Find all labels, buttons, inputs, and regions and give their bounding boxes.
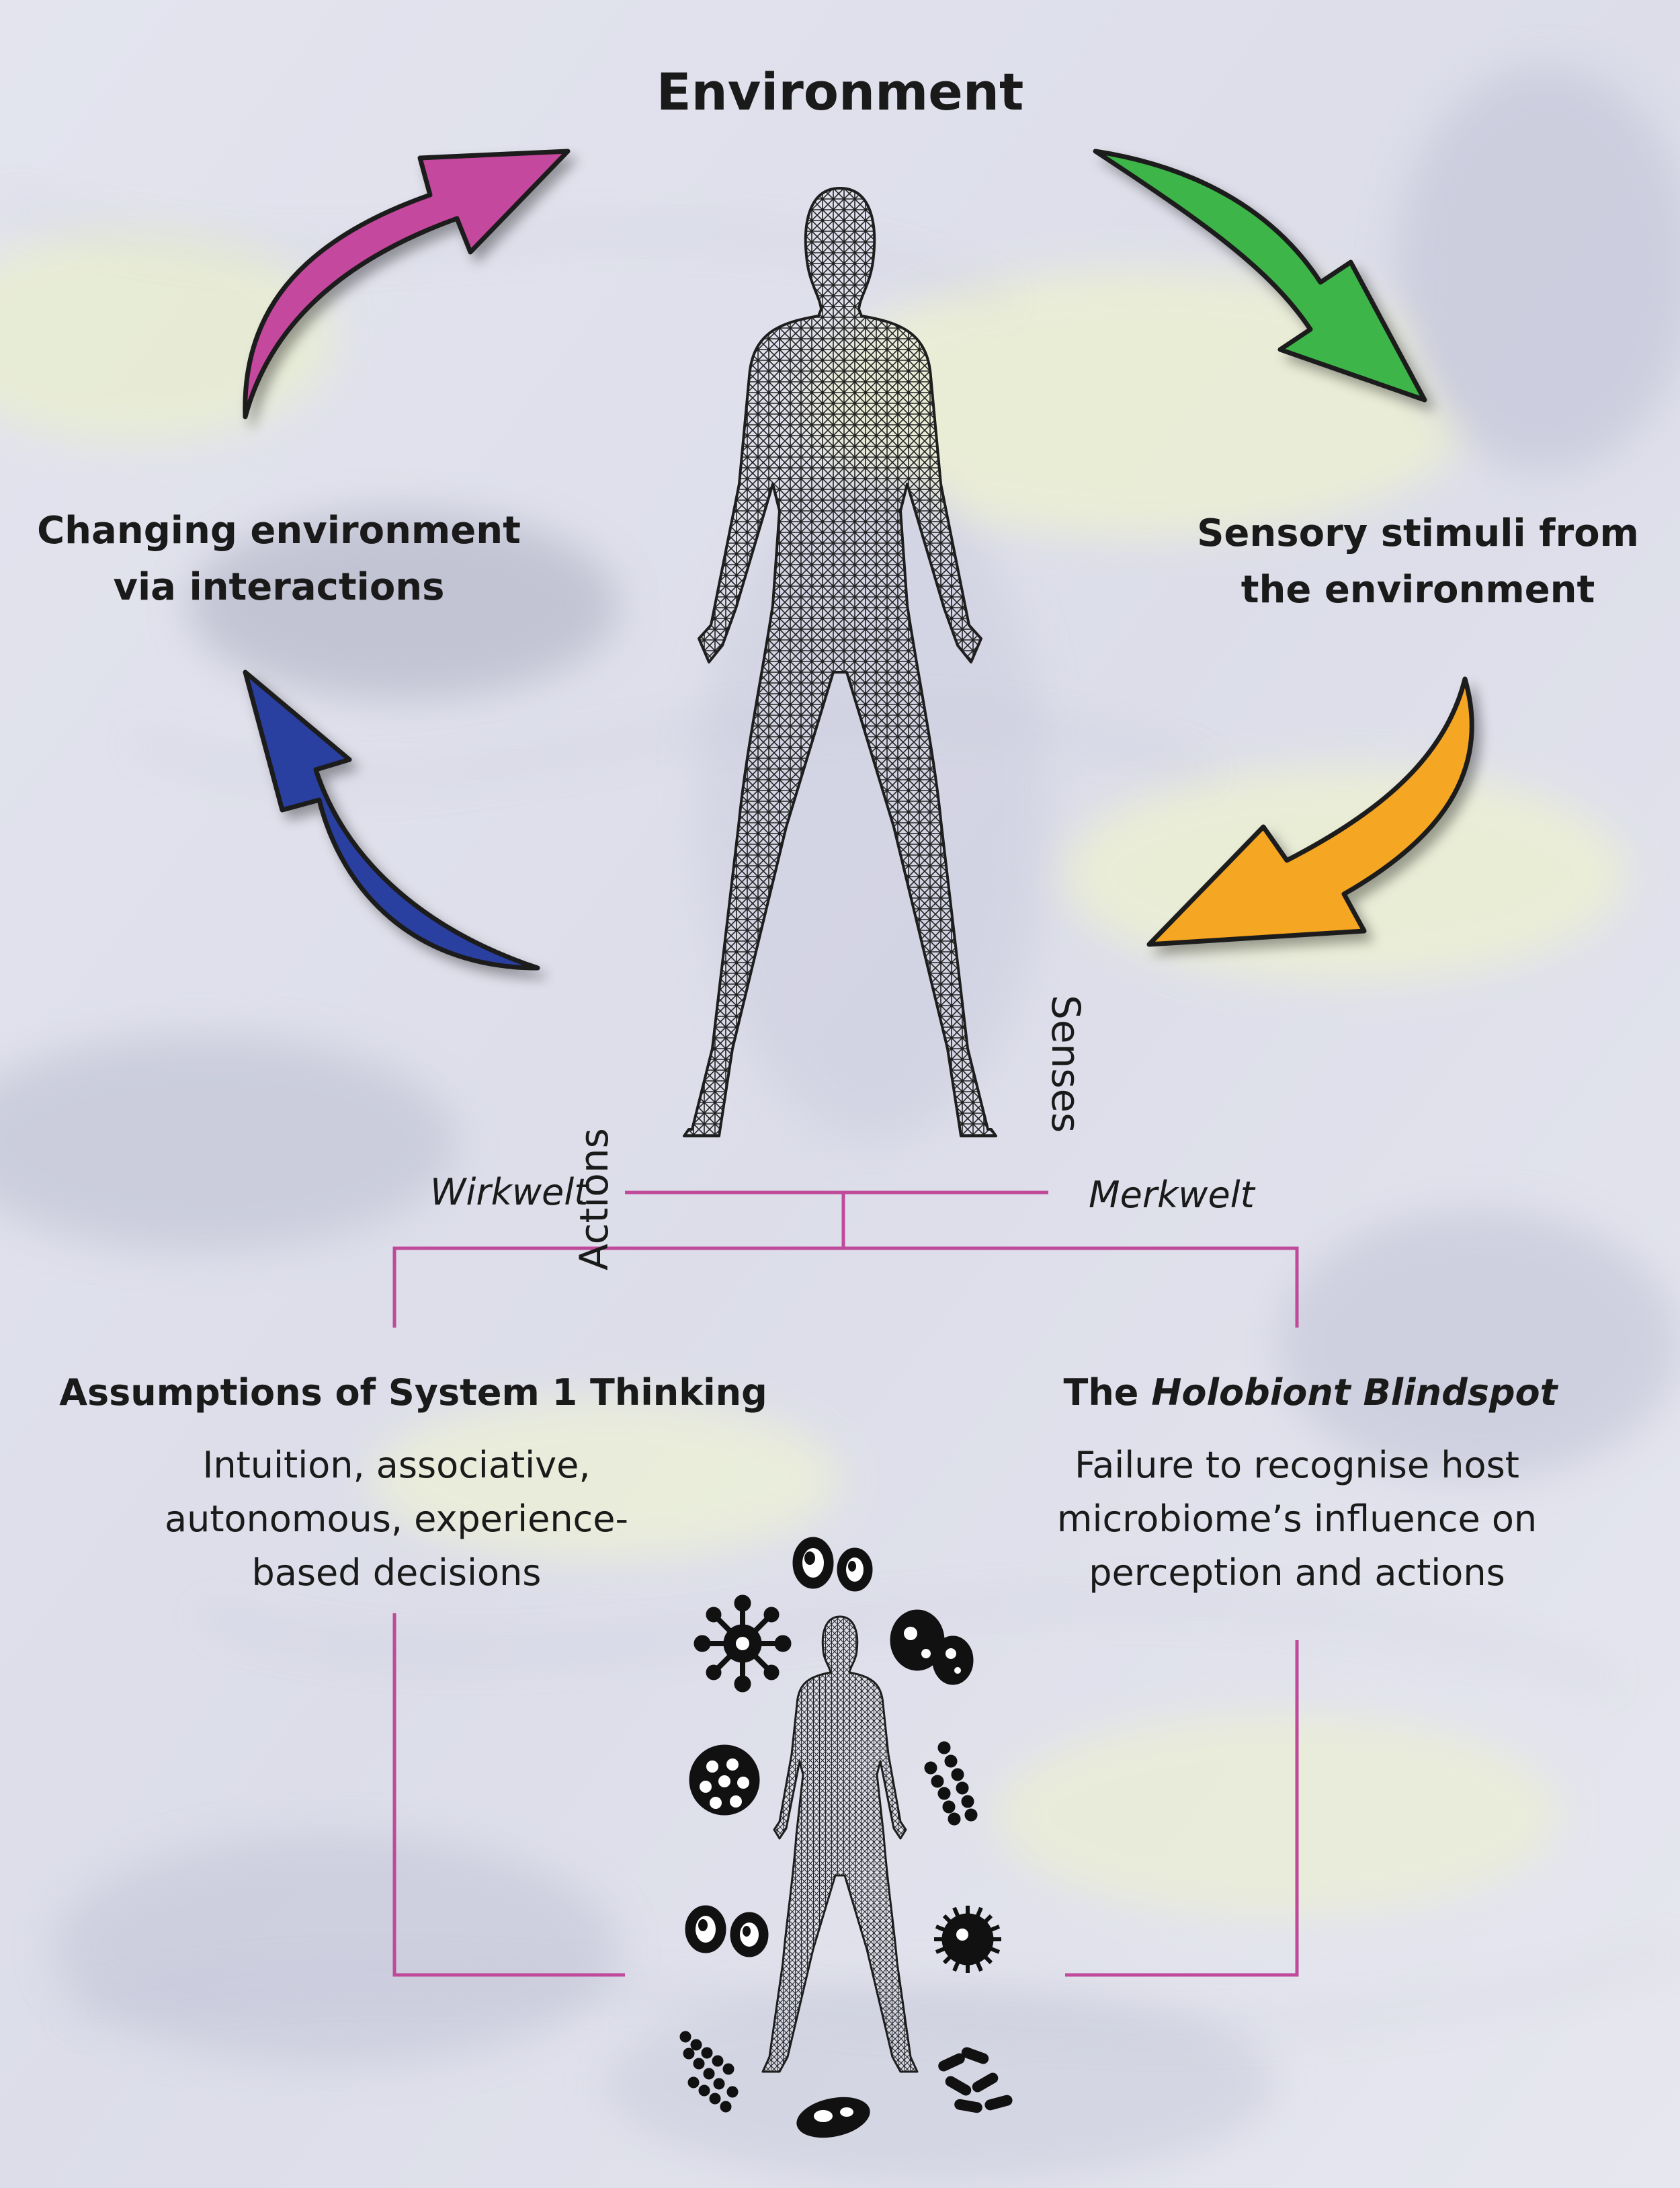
senses-label: Senses (1043, 995, 1089, 1133)
sensory-stimuli-line-2: the environment (1183, 562, 1653, 618)
system1-title: Assumptions of System 1 Thinking (27, 1371, 800, 1414)
page-title: Environment (0, 62, 1680, 122)
magenta-arrow-icon (245, 151, 568, 417)
changing-environment-label: Changing environment via interactions (27, 503, 531, 616)
sensory-stimuli-label: Sensory stimuli from the environment (1183, 505, 1653, 618)
holobiont-title: The Holobiont Blindspot (974, 1371, 1646, 1414)
blue-arrow-icon (245, 672, 538, 968)
system1-description: Intuition, associative, autonomous, expe… (121, 1439, 672, 1600)
sensory-stimuli-line-1: Sensory stimuli from (1183, 505, 1653, 562)
holobiont-title-prefix: The (1064, 1371, 1152, 1414)
changing-environment-line-2: via interactions (27, 559, 531, 616)
green-arrow-icon (1095, 151, 1425, 400)
wirkwelt-label: Wirkwelt (430, 1171, 588, 1213)
orange-arrow-icon (1149, 679, 1472, 944)
small-wireframe-human-figure (763, 1617, 917, 2072)
wireframe-human-figure (684, 188, 996, 1136)
senses-label-wrapper: Senses (1048, 995, 1116, 1197)
actions-label-wrapper: Actions (571, 1136, 638, 1338)
holobiont-description: Failure to recognise host microbiome’s i… (981, 1439, 1613, 1600)
merkwelt-label: Merkwelt (1089, 1174, 1255, 1216)
changing-environment-line-1: Changing environment (27, 503, 531, 559)
holobiont-title-italic: Holobiont Blindspot (1151, 1371, 1557, 1414)
